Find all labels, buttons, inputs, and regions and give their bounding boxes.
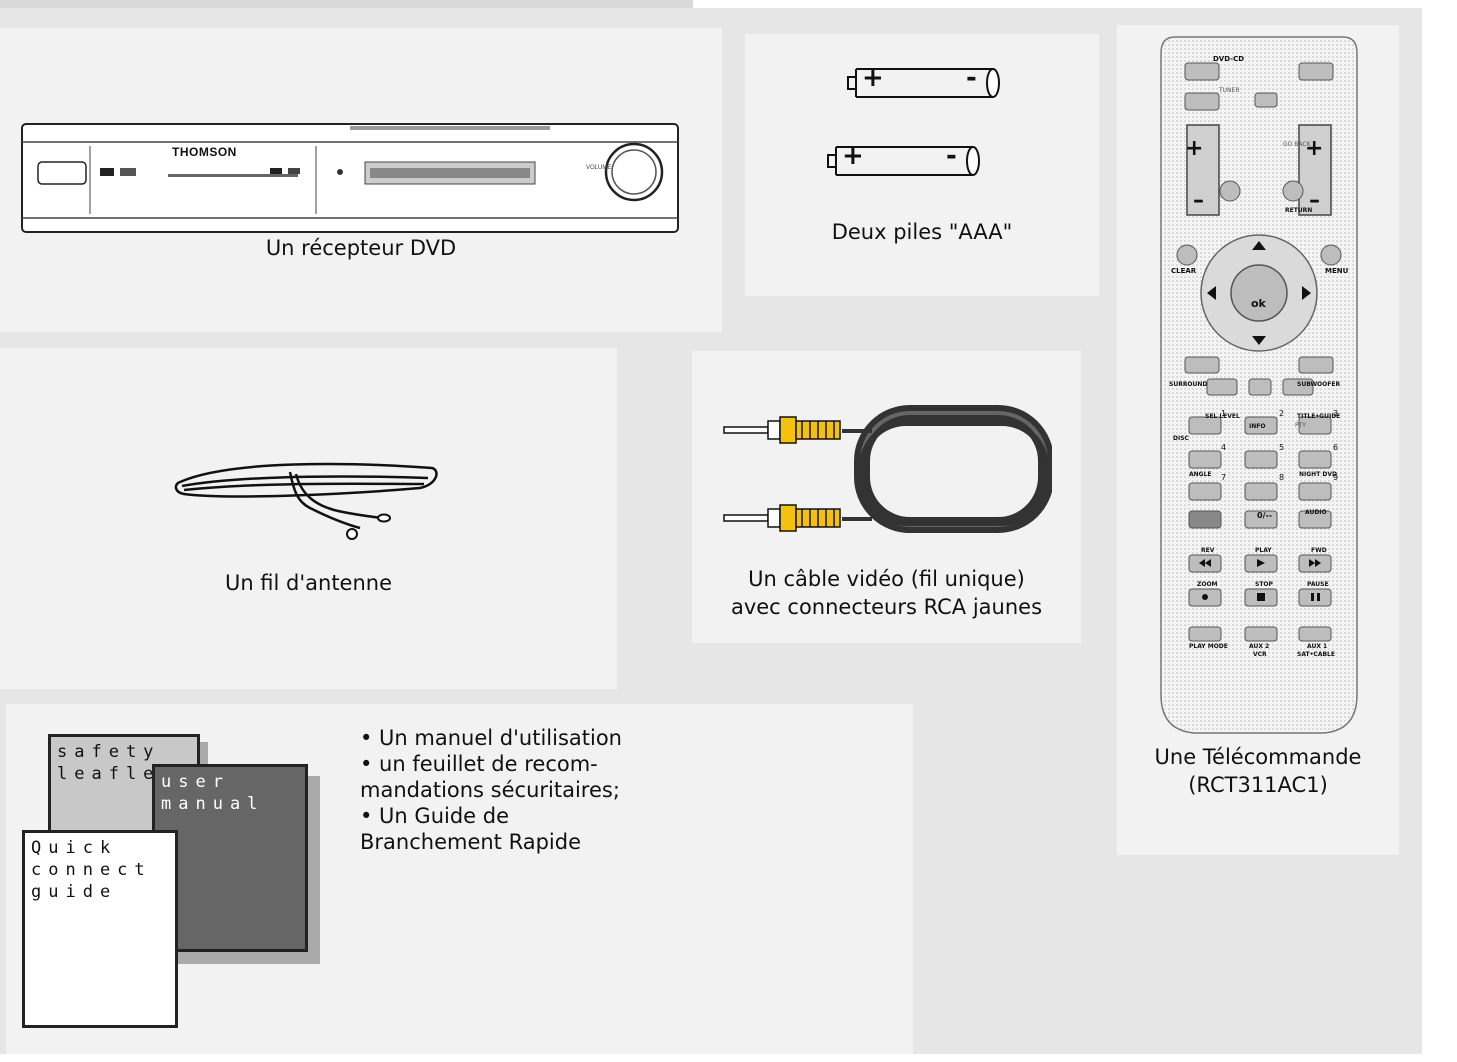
remote-rev-label: REV xyxy=(1201,547,1215,554)
documents-list: • Un manuel d'utilisation • un feuillet … xyxy=(360,725,622,855)
remote-pty-label: PTY xyxy=(1295,422,1306,429)
remote-zero-label: 0/-- xyxy=(1257,511,1273,520)
svg-text:–: – xyxy=(1309,188,1320,213)
receiver-brand-label: THOMSON xyxy=(172,145,237,159)
documents-list-line-5: Branchement Rapide xyxy=(360,830,582,854)
remote-digit-3: 3 xyxy=(1333,409,1339,418)
remote-digit-8: 8 xyxy=(1279,473,1285,482)
remote-zoom-label: ZOOM xyxy=(1197,581,1218,588)
receiver-caption: Un récepteur DVD xyxy=(265,236,457,260)
receiver-panel: THOMSON VOLUME Un récepteur DVD xyxy=(0,28,722,332)
documents-list-line-3: mandations sécuritaires; xyxy=(360,778,620,802)
remote-digit-1: 1 xyxy=(1221,409,1227,418)
remote-caption-line-1: Une Télécommande xyxy=(1154,745,1362,769)
remote-sel-level-label: SEL LEVEL xyxy=(1205,413,1240,420)
svg-text:+: + xyxy=(1305,136,1323,161)
remote-digit-7: 7 xyxy=(1221,473,1227,482)
remote-audio-label: AUDIO xyxy=(1305,509,1327,516)
remote-play-label: PLAY xyxy=(1255,547,1272,554)
remote-digit-5: 5 xyxy=(1279,443,1285,452)
receiver-volume-label: VOLUME xyxy=(586,165,612,171)
cable-caption-line-1: Un câble vidéo (fil unique) xyxy=(748,567,1025,591)
remote-return-label: RETURN xyxy=(1285,207,1313,214)
remote-digit-2: 2 xyxy=(1279,409,1285,418)
cable-panel: Un câble vidéo (fil unique) avec connect… xyxy=(692,351,1081,643)
remote-control-illustration: + + – – xyxy=(1160,36,1358,734)
remote-surround-label: SURROUND xyxy=(1169,381,1208,388)
rca-cable-illustration xyxy=(723,405,1052,533)
remote-night-dvd-label: NIGHT DVD xyxy=(1299,471,1337,478)
remote-fwd-label: FWD xyxy=(1311,547,1327,554)
remote-aux2-label: AUX 2 xyxy=(1249,643,1270,650)
remote-aux1-label: AUX 1 xyxy=(1307,643,1328,650)
remote-title-guide-label: TITLE•GUIDE xyxy=(1297,413,1341,420)
documents-panel: safety leaflet user manual Quick connect… xyxy=(6,704,913,1054)
battery-2-plus: + xyxy=(842,141,864,171)
remote-menu-label: MENU xyxy=(1325,267,1349,275)
remote-sat-cable-label: SAT•CABLE xyxy=(1297,651,1335,658)
antenna-caption: Un fil d'antenne xyxy=(224,571,393,595)
remote-tuner-label: TUNER xyxy=(1219,87,1240,94)
remote-vcr-label: VCR xyxy=(1253,651,1267,658)
rca-plug-top xyxy=(723,416,841,444)
antenna-panel: Un fil d'antenne xyxy=(0,348,617,689)
documents-list-line-2: • un feuillet de recom- xyxy=(360,752,598,776)
remote-clear-label: CLEAR xyxy=(1171,267,1197,275)
svg-text:–: – xyxy=(1193,188,1204,213)
quick-connect-guide-document: Quick connect guide xyxy=(22,830,178,1028)
documents-list-line-1: • Un manuel d'utilisation xyxy=(360,726,622,750)
remote-panel: + + – – DVD-CD TUNER GO BACK RETURN CLEA… xyxy=(1117,25,1399,855)
antenna-wire-illustration xyxy=(174,462,438,540)
batteries-caption: Deux piles "AAA" xyxy=(831,220,1013,244)
remote-angle-label: ANGLE xyxy=(1189,471,1212,478)
battery-1-minus: - xyxy=(966,63,977,93)
dvd-receiver-illustration xyxy=(21,123,679,233)
top-bar xyxy=(0,0,693,8)
remote-caption-line-2: (RCT311AC1) xyxy=(1188,773,1328,797)
remote-play-mode-label: PLAY MODE xyxy=(1189,643,1228,650)
batteries-panel: + - + - Deux piles "AAA" xyxy=(745,34,1099,296)
battery-2-minus: - xyxy=(946,141,957,171)
battery-icon-1 xyxy=(847,68,1000,98)
remote-dvd-cd-label: DVD-CD xyxy=(1213,55,1245,63)
remote-info-label: INFO xyxy=(1249,423,1266,430)
remote-stop-label: STOP xyxy=(1255,581,1273,588)
cable-caption-line-2: avec connecteurs RCA jaunes xyxy=(730,595,1043,619)
battery-icon-2 xyxy=(827,146,980,176)
remote-digit-9: 9 xyxy=(1333,473,1339,482)
rca-plug-bottom xyxy=(723,504,841,532)
remote-disc-label: DISC xyxy=(1173,435,1189,442)
remote-subwoofer-label: SUBWOOFER xyxy=(1297,381,1341,388)
remote-ok-label: ok xyxy=(1251,297,1266,310)
remote-go-back-label: GO BACK xyxy=(1283,141,1311,148)
documents-list-line-4: • Un Guide de xyxy=(360,804,510,828)
user-manual-document: user manual xyxy=(152,764,308,952)
battery-1-plus: + xyxy=(862,63,884,93)
remote-pause-label: PAUSE xyxy=(1307,581,1329,588)
svg-text:+: + xyxy=(1185,136,1203,161)
remote-digit-4: 4 xyxy=(1221,443,1227,452)
remote-digit-6: 6 xyxy=(1333,443,1339,452)
